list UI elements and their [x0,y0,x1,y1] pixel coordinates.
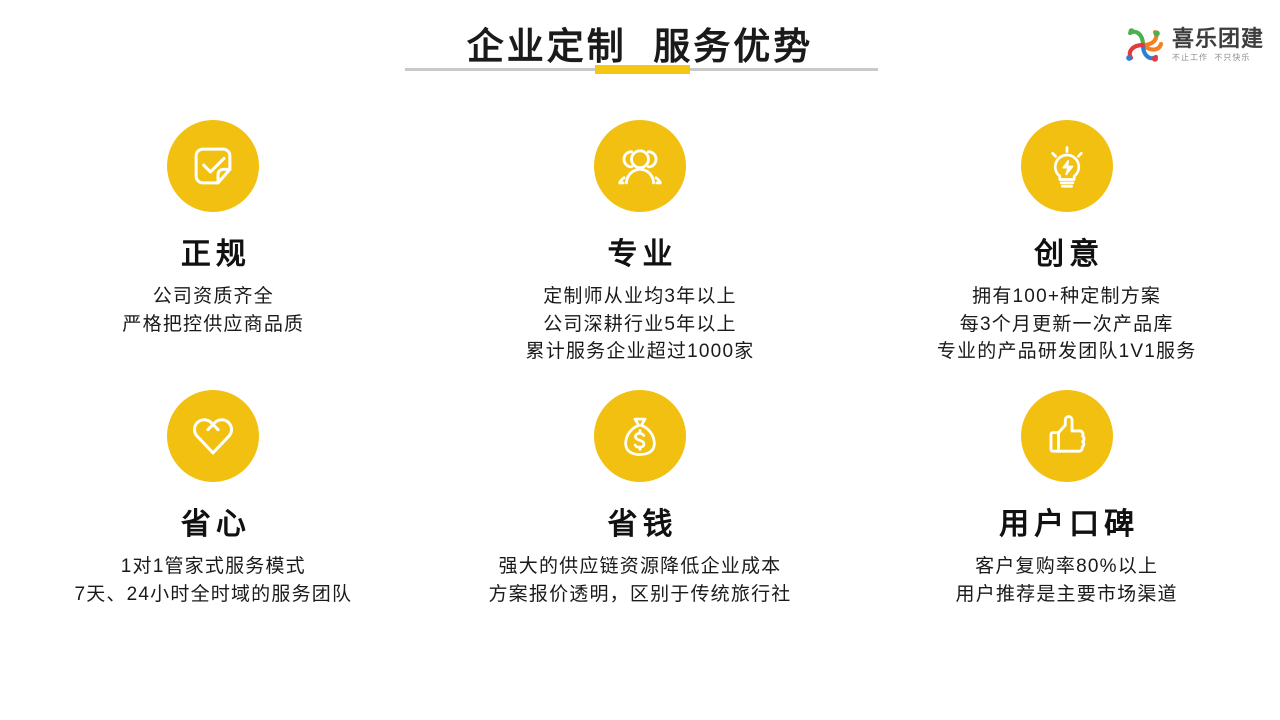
users-group-icon [613,139,667,193]
feature-icon-badge [167,120,260,212]
feature-line: 公司资质齐全 [152,286,274,307]
feature-line: 每3个月更新一次产品库 [959,313,1174,335]
feature-description: 拥有100+种定制方案 每3个月更新一次产品库 专业的产品研发团队1V1服务 [937,283,1197,366]
money-bag-icon [613,409,667,463]
logo-name: 喜乐团建 [1171,26,1264,51]
feature-description: 强大的供应链资源降低企业成本 方案报价透明，区别于传统旅行社 [488,553,791,608]
feature-line: 7天、24小时全时域的服务团队 [74,583,353,605]
page-title: 企业定制 服务优势 [466,26,814,67]
feature-card[interactable]: 省心 1对1管家式服务模式 7天、24小时全时域的服务团队 [0,382,427,652]
logo-text: 喜乐团建 不止工作 不只快乐 [1172,28,1264,62]
feature-card[interactable]: 专业 定制师从业均3年以上 公司深耕行业5年以上 累计服务企业超过1000家 [427,112,854,382]
feature-line: 用户推荐是主要市场渠道 [955,583,1178,605]
feature-grid: 正规 公司资质齐全 严格把控供应商品质 专业 [0,112,1280,652]
feature-icon-badge [167,390,260,482]
feature-line: 严格把控供应商品质 [122,313,305,335]
feature-description: 公司资质齐全 严格把控供应商品质 [122,283,304,338]
feature-icon-badge [593,390,686,482]
feature-title: 省心 [180,508,251,541]
pinwheel-people-logo-icon [1120,22,1166,68]
feature-line: 强大的供应链资源降低企业成本 [498,556,782,577]
feature-description: 1对1管家式服务模式 7天、24小时全时域的服务团队 [74,553,352,608]
feature-line: 方案报价透明，区别于传统旅行社 [488,583,792,605]
brand-logo[interactable]: 喜乐团建 不止工作 不只快乐 [1120,22,1264,68]
feature-icon-badge [1020,120,1113,212]
feature-icon-badge [1020,390,1113,482]
feature-icon-badge [593,120,686,212]
feature-title: 用户口碑 [999,508,1140,541]
heart-icon [186,409,240,463]
logo-tagline: 不止工作 不只快乐 [1171,53,1251,62]
feature-title: 专业 [607,238,678,271]
page-header: 企业定制 服务优势 喜乐团建 不止工作 不只快乐 [0,0,1280,100]
feature-line: 专业的产品研发团队1V1服务 [936,341,1197,363]
feature-line: 1对1管家式服务模式 [120,556,306,577]
feature-title: 创意 [1034,238,1105,271]
feature-description: 定制师从业均3年以上 公司深耕行业5年以上 累计服务企业超过1000家 [526,283,755,366]
feature-card[interactable]: 用户口碑 客户复购率80%以上 用户推荐是主要市场渠道 [853,382,1280,652]
feature-line: 客户复购率80%以上 [975,556,1159,577]
lightbulb-idea-icon [1040,139,1094,193]
feature-card[interactable]: 正规 公司资质齐全 严格把控供应商品质 [0,112,427,382]
feature-title: 省钱 [607,508,678,541]
document-check-icon [186,139,240,193]
feature-line: 拥有100+种定制方案 [972,286,1162,307]
thumbs-up-icon [1040,409,1094,463]
feature-card[interactable]: 省钱 强大的供应链资源降低企业成本 方案报价透明，区别于传统旅行社 [427,382,854,652]
feature-title: 正规 [180,238,251,271]
feature-card[interactable]: 创意 拥有100+种定制方案 每3个月更新一次产品库 专业的产品研发团队1V1服… [853,112,1280,382]
feature-description: 客户复购率80%以上 用户推荐是主要市场渠道 [956,553,1178,608]
feature-line: 定制师从业均3年以上 [543,286,737,307]
feature-line: 累计服务企业超过1000家 [525,341,755,363]
title-divider-accent [595,65,690,74]
feature-line: 公司深耕行业5年以上 [543,313,737,335]
